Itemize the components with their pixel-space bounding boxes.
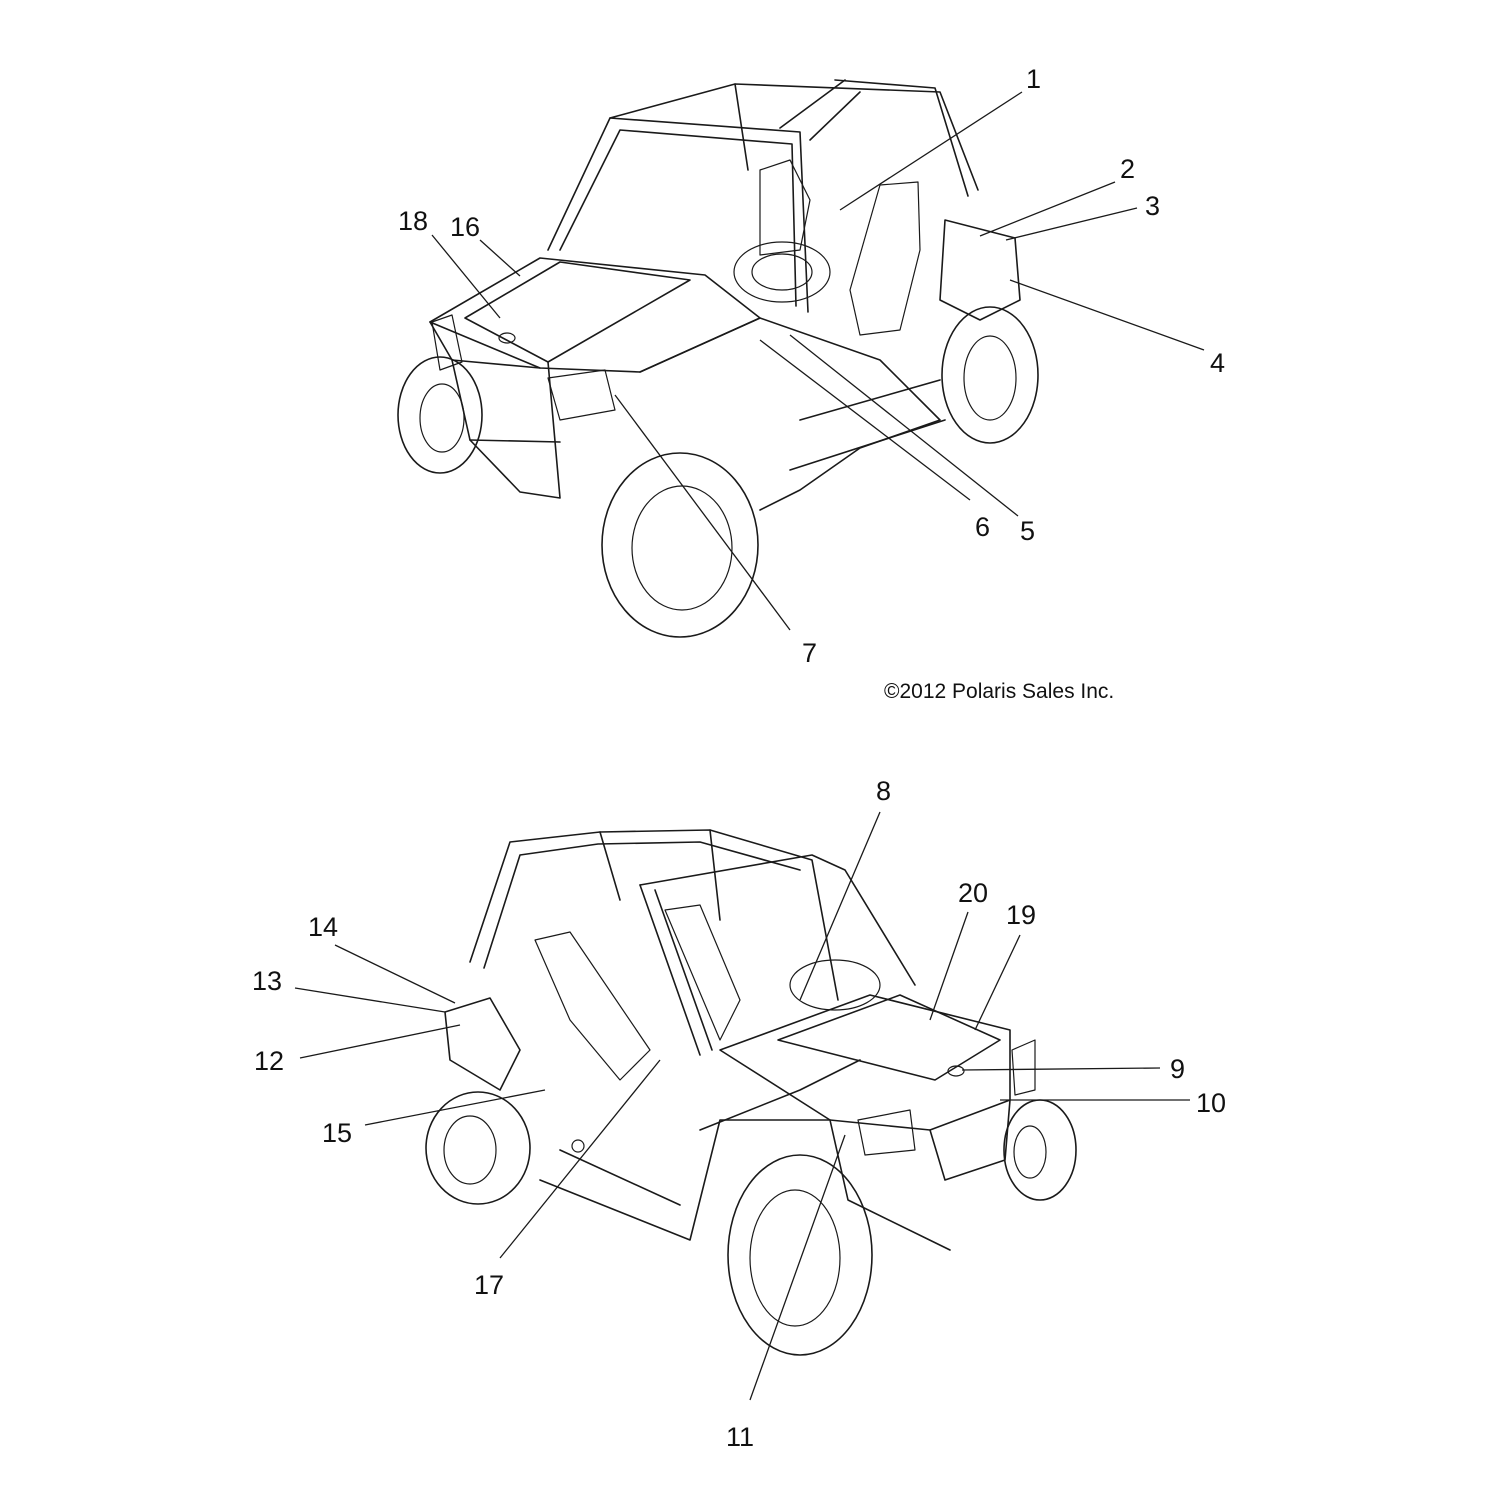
- callout-3: 3: [1145, 191, 1160, 221]
- callout-9: 9: [1170, 1054, 1185, 1084]
- callout-4: 4: [1210, 348, 1225, 378]
- callout-16: 16: [450, 212, 480, 242]
- copyright-notice: ©2012 Polaris Sales Inc.: [884, 680, 1114, 703]
- vehicle-bottom-view: [425, 829, 1077, 1356]
- callout-8: 8: [876, 776, 891, 806]
- leader-lines-bottom: [294, 811, 1190, 1401]
- callout-labels: 1 2 3 4 5 6 7 16 18 ©2012 Polaris Sales …: [252, 64, 1226, 1452]
- callout-10: 10: [1196, 1088, 1226, 1118]
- callout-11: 11: [726, 1422, 754, 1452]
- callout-13: 13: [252, 966, 282, 996]
- vehicle-top-view: [397, 79, 1039, 638]
- callout-20: 20: [958, 878, 988, 908]
- callout-19: 19: [1006, 900, 1036, 930]
- callout-1: 1: [1026, 64, 1041, 94]
- callout-17: 17: [474, 1270, 504, 1300]
- callout-14: 14: [308, 912, 338, 942]
- callout-7: 7: [802, 638, 817, 668]
- callout-18: 18: [398, 206, 428, 236]
- callout-5: 5: [1020, 516, 1035, 546]
- callout-2: 2: [1120, 154, 1135, 184]
- callout-15: 15: [322, 1118, 352, 1148]
- callout-6: 6: [975, 512, 990, 542]
- leader-lines-top: [431, 91, 1205, 631]
- callout-12: 12: [254, 1046, 284, 1076]
